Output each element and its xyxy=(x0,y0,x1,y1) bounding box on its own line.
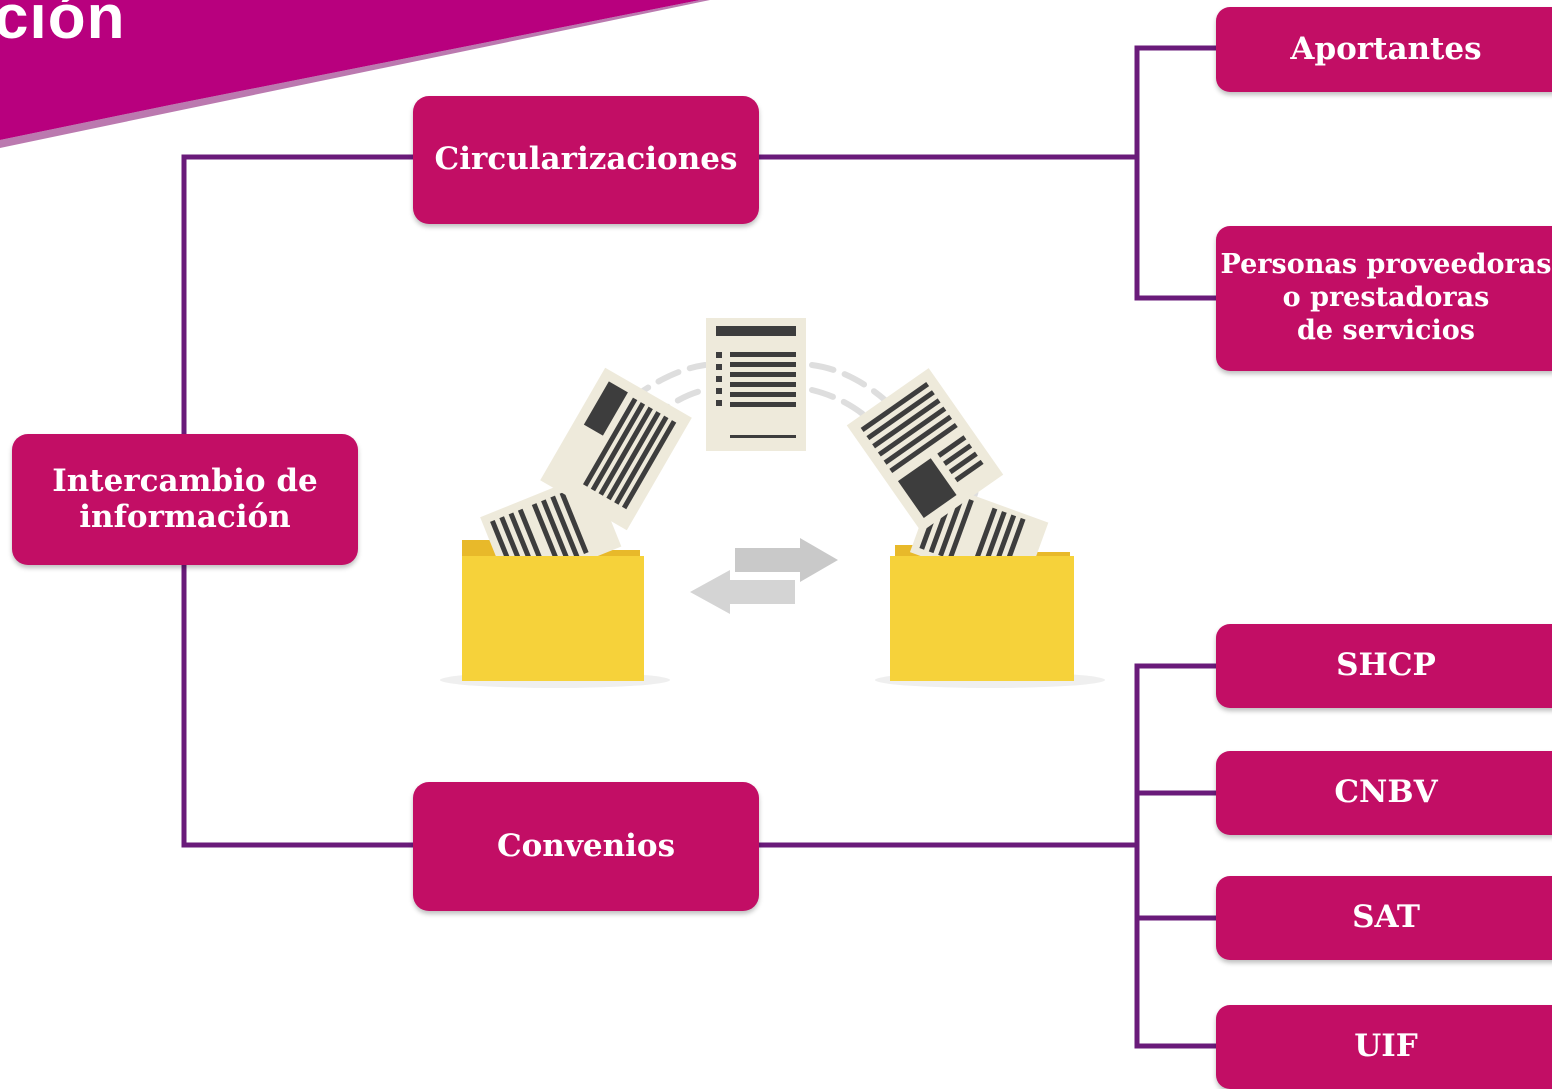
banner-title: ción xyxy=(0,0,126,52)
folder-left-icon xyxy=(462,472,644,681)
node-convenios: Convenios xyxy=(413,782,759,911)
connector-intercambio-circularizaciones xyxy=(181,154,413,434)
document-center-icon xyxy=(706,318,806,451)
connector-branch-top xyxy=(1134,45,1216,301)
exchange-arrows-icon xyxy=(690,538,838,614)
title-banner xyxy=(0,0,710,148)
node-intercambio-de-informacion: Intercambio de información xyxy=(12,434,358,565)
node-shcp: SHCP xyxy=(1216,624,1552,708)
node-personas-proveedoras: Personas proveedoras o prestadoras de se… xyxy=(1216,226,1552,371)
node-cnbv: CNBV xyxy=(1216,751,1552,835)
node-aportantes: Aportantes xyxy=(1216,7,1552,92)
connector-branch-bottom xyxy=(1134,663,1216,1049)
document-right-icon xyxy=(846,368,1004,532)
exchange-illustration xyxy=(440,318,1105,688)
connector-intercambio-convenios xyxy=(181,565,413,848)
node-circularizaciones: Circularizaciones xyxy=(413,96,759,224)
node-sat: SAT xyxy=(1216,876,1552,960)
connector-lines xyxy=(181,45,1216,1049)
node-uif: UIF xyxy=(1216,1005,1552,1089)
document-left-icon xyxy=(540,367,692,531)
